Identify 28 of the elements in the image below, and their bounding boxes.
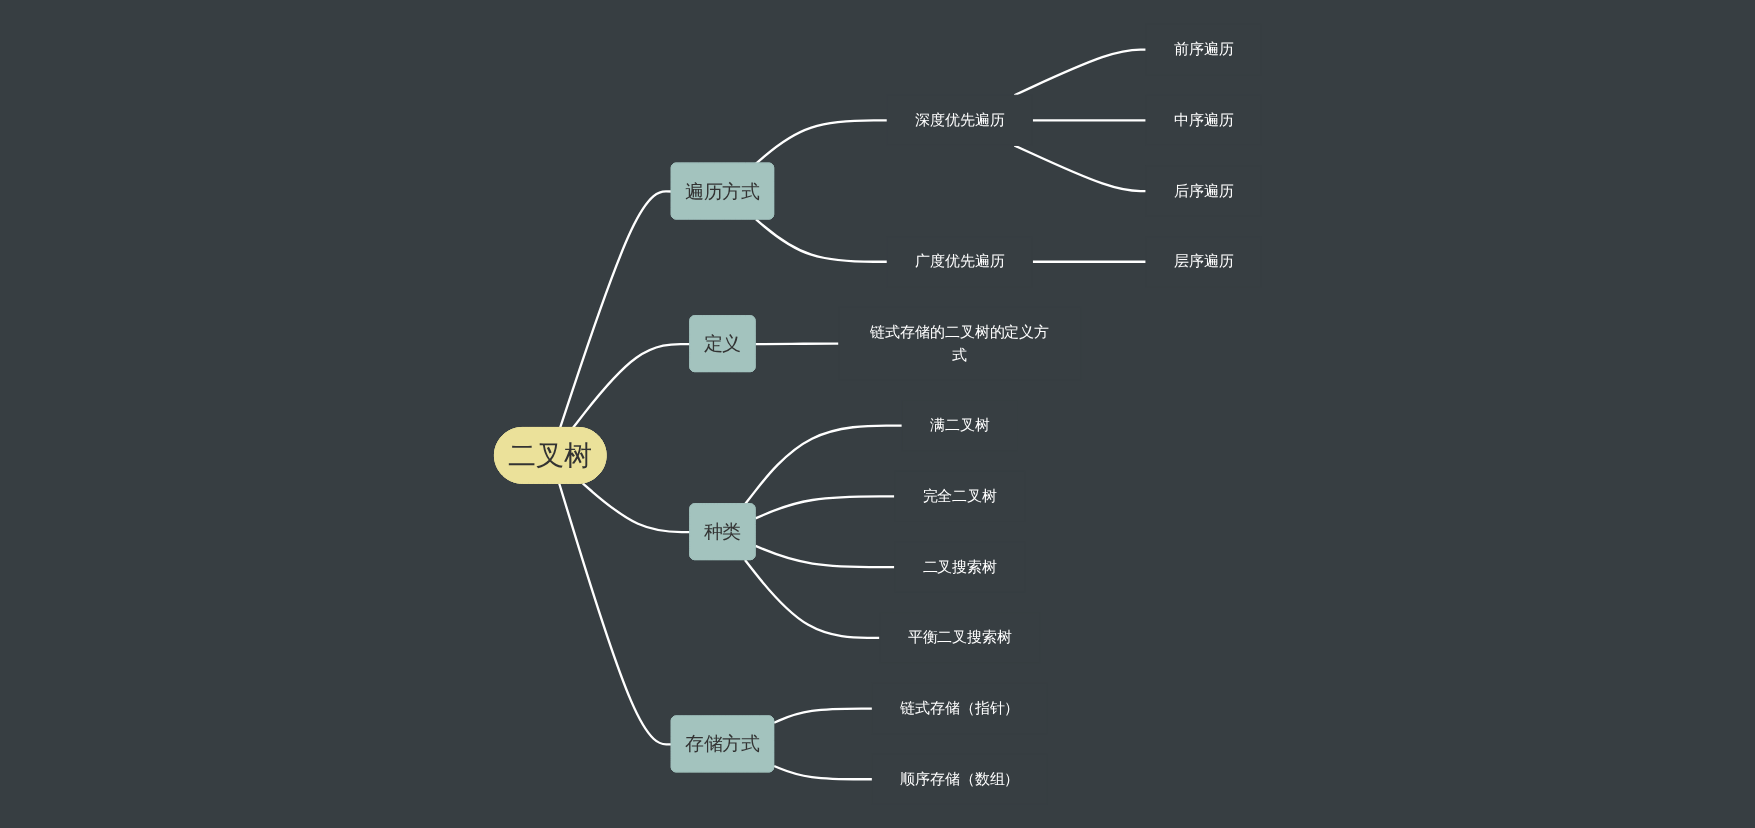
connector bbox=[571, 342, 690, 429]
node-text: 广度优先遍历 bbox=[914, 252, 1005, 270]
connector bbox=[743, 424, 902, 505]
connector bbox=[755, 342, 839, 345]
connector bbox=[754, 544, 895, 568]
node-text: 深度优先遍历 bbox=[914, 110, 1005, 129]
node-text: 前序遍历 bbox=[1173, 39, 1234, 58]
connector bbox=[773, 706, 872, 724]
node-text: 中序遍历 bbox=[1173, 110, 1234, 129]
connector bbox=[557, 483, 672, 746]
connector bbox=[743, 558, 880, 639]
node-text: 链式存储（指针） bbox=[899, 698, 1019, 717]
connector bbox=[754, 218, 887, 263]
node-text: 顺序存储（数组） bbox=[899, 769, 1019, 788]
connector bbox=[1032, 260, 1146, 263]
node-text: 层序遍历 bbox=[1173, 252, 1234, 270]
node-text: 后序遍历 bbox=[1173, 181, 1234, 199]
connector bbox=[1013, 47, 1146, 96]
node-text: 链式存储的二叉树的定义方式 bbox=[870, 322, 1049, 363]
node-text: 二叉搜索树 bbox=[922, 557, 997, 576]
connector bbox=[1032, 118, 1146, 122]
connector bbox=[754, 494, 895, 520]
node-text: 平衡二叉搜索树 bbox=[907, 628, 1012, 646]
connector bbox=[773, 764, 872, 780]
connector bbox=[558, 189, 672, 428]
node-text: 满二叉树 bbox=[929, 415, 990, 434]
node-text: 完全二叉树 bbox=[922, 486, 997, 505]
connector bbox=[581, 482, 690, 533]
